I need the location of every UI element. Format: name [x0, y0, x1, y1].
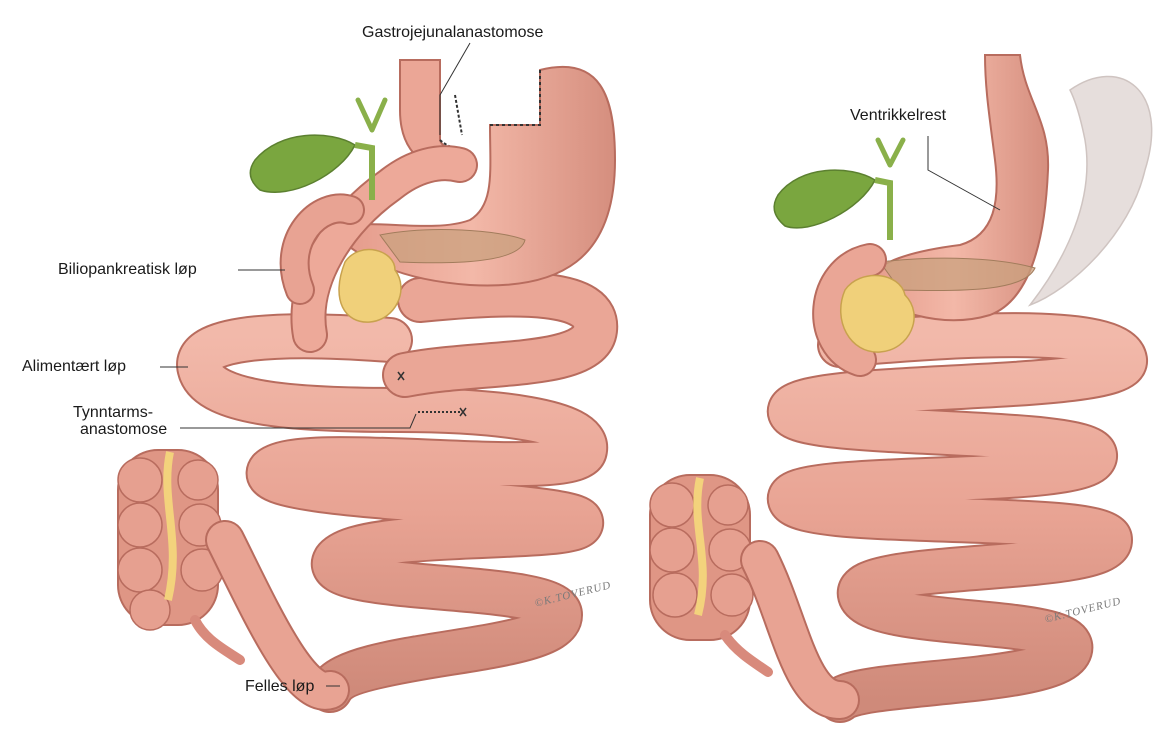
label-stomach-remnant: Ventrikkelrest: [850, 107, 946, 125]
pancreas-head-left: [339, 250, 401, 323]
label-biliopancreatic-limb: Biliopankreatisk løp: [58, 261, 197, 279]
gallbladder-right: [774, 140, 903, 240]
leader-line-right: [928, 136, 1000, 210]
left-panel-bypass: [118, 43, 615, 691]
label-gastrojejunal-anastomosis: Gastrojejunalanastomose: [362, 24, 543, 42]
label-common-channel: Felles løp: [245, 678, 314, 696]
label-small-bowel-anastomosis-line1: Tynntarms-: [73, 404, 153, 422]
label-small-bowel-anastomosis-line2: anastomose: [80, 421, 167, 439]
small-intestine-right: [760, 335, 1125, 700]
removed-stomach: [1030, 76, 1152, 305]
right-panel-sleeve: [650, 55, 1152, 700]
small-intestine-left: [199, 294, 595, 690]
label-alimentary-limb: Alimentært løp: [22, 358, 126, 376]
